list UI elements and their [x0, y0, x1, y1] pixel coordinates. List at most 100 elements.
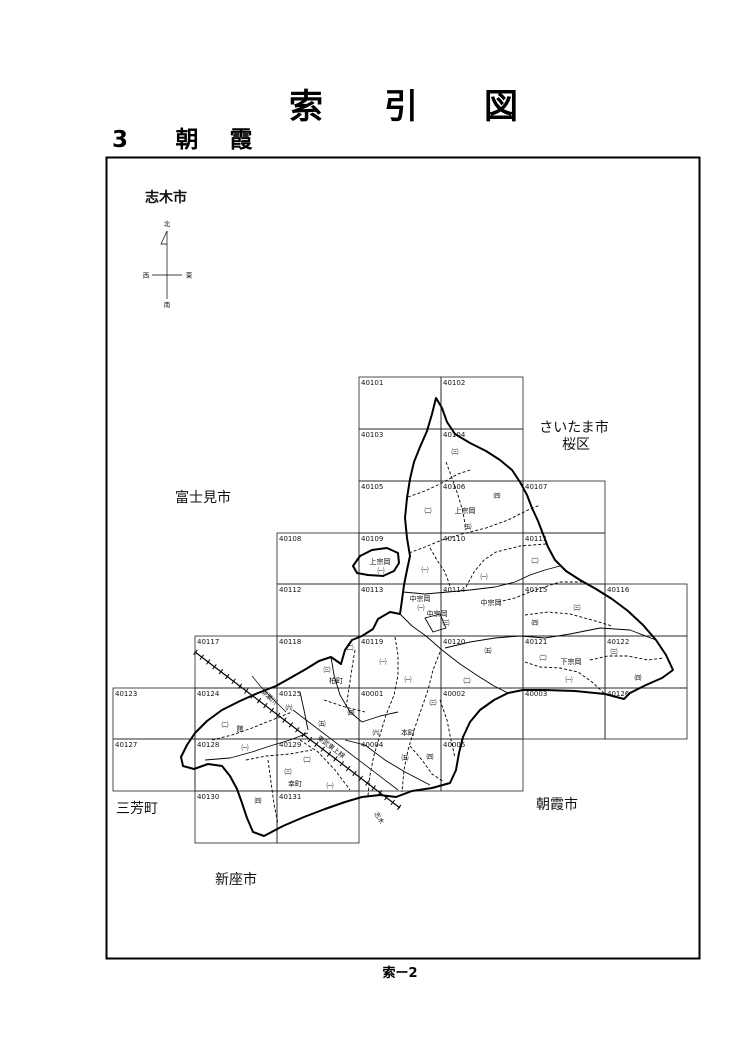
- map-sheet-label: 40131: [279, 793, 301, 801]
- compass-north-label: 北: [164, 220, 171, 228]
- neighbor-labels: さいたま市 桜区 富士見市 三芳町 朝霞市 新座市: [116, 419, 609, 888]
- town-label: ㈣: [348, 708, 355, 717]
- town-label: ㈡: [540, 653, 547, 662]
- map-sheet-label: 40123: [115, 690, 137, 698]
- map-sheet-label: 40002: [443, 690, 465, 698]
- map-frame: [105, 156, 701, 960]
- neighbor-miyoshi-town: 三芳町: [116, 800, 158, 817]
- map-sheet-cell: 40101: [358, 376, 442, 430]
- town-label: ㈥: [373, 728, 380, 737]
- map-sheet-cell: 40126: [604, 687, 688, 740]
- map-sheet-cell: 40108: [276, 532, 360, 585]
- map-sheet-cell: 40106: [440, 480, 524, 534]
- railway-line: [193, 649, 402, 811]
- map-sheet-label: 40106: [443, 483, 466, 491]
- town-label: ㈤: [402, 753, 409, 762]
- town-label: ㈤: [465, 522, 472, 531]
- map-sheet-label: 40126: [607, 690, 630, 698]
- town-label: ㈠: [327, 781, 334, 790]
- town-label: 本町: [401, 728, 415, 737]
- town-label: 下宗岡: [561, 657, 582, 666]
- town-label: ㈣: [635, 673, 642, 682]
- town-label: ㈡: [464, 676, 471, 685]
- map-sheet-cell: 40115: [522, 583, 606, 637]
- section-name-char: 霞: [230, 127, 254, 153]
- town-label: 柏町: [329, 676, 343, 685]
- neighbor-niiza-city: 新座市: [215, 871, 257, 888]
- compass-rose: 北 西 東 南: [143, 220, 193, 309]
- town-label: ㈢: [452, 447, 459, 456]
- map-sheet-label: 40103: [361, 431, 383, 439]
- map-sheet-label: 40108: [279, 535, 301, 543]
- title-char: 引: [384, 87, 418, 127]
- town-label: ㈠: [242, 743, 249, 752]
- neighbor-asaka-city: 朝霞市: [536, 796, 578, 813]
- section-name-char: 朝: [176, 127, 199, 153]
- town-labels: ㈢上宗岡㈣㈤㈡上宗岡㈠㈠㈠㈡中宗岡㈠中宗岡㈢中宗岡㈢㈣㈤㈡㈡下宗岡㈠㈢㈣㈡㈢柏町…: [222, 447, 642, 805]
- town-label: ㈢: [324, 665, 331, 674]
- town-label: 中宗岡: [410, 594, 431, 603]
- map-sheet-label: 40117: [197, 638, 219, 646]
- map-sheet-label: 40111: [525, 535, 547, 543]
- map-sheet-label: 40107: [525, 483, 547, 491]
- town-label: ㈠: [422, 565, 429, 574]
- page-number: 索ー2: [382, 965, 417, 981]
- town-label: ㈡: [304, 755, 311, 764]
- map-sheet-label: 40118: [279, 638, 301, 646]
- map-sheet-cell: 40123: [112, 687, 196, 740]
- town-label: ㈡: [532, 556, 539, 565]
- map-sheet-cell: 40001: [358, 687, 442, 740]
- map-sheet-label: 40102: [443, 379, 465, 387]
- neighbor-sakura-ward: 桜区: [562, 437, 590, 453]
- map-sheet-cell: 40120: [440, 635, 524, 689]
- map-sheet-cell: 40131: [276, 790, 360, 844]
- town-label: ㈠: [378, 566, 385, 575]
- map-sheet-label: 40101: [361, 379, 383, 387]
- town-label: 中宗岡: [481, 598, 502, 607]
- town-boundaries: [204, 565, 657, 786]
- page-title: 索 引 図: [289, 87, 518, 127]
- map-sheet-cell: 40005: [440, 738, 524, 792]
- title-char: 図: [484, 87, 518, 127]
- map-sheet-label: 40121: [525, 638, 547, 646]
- map-sheet-cell: 40102: [440, 376, 524, 430]
- compass-south-label: 南: [164, 300, 171, 309]
- map-sheet-label: 40116: [607, 586, 630, 594]
- map-sheet-label: 40127: [115, 741, 137, 749]
- town-label: ㈥: [286, 703, 293, 712]
- map-sheet-label: 40124: [197, 690, 220, 698]
- river-line: [251, 675, 287, 713]
- town-label: ㈢: [430, 698, 437, 707]
- map-sheet-label: 40003: [525, 690, 547, 698]
- map-sheet-label: 40130: [197, 793, 219, 801]
- map-sheet-label: 40004: [361, 741, 384, 749]
- map-sheet-outline: [604, 687, 688, 740]
- map-sheet-cell: 40112: [276, 583, 360, 637]
- sheet-grid: 40101 40102 40103 40104 40105 40106 40107 40108…: [112, 376, 688, 844]
- town-label: 上宗岡: [370, 557, 391, 566]
- map-sheet-label: 40109: [361, 535, 383, 543]
- map-sheet-label: 40113: [361, 586, 383, 594]
- town-label: ㈠: [481, 572, 488, 581]
- town-label: ㈠: [566, 675, 573, 684]
- city-boundary: [180, 397, 674, 837]
- town-label: ㈠: [405, 675, 412, 684]
- town-label: 館: [237, 724, 244, 733]
- map-sheet-label: 40104: [443, 431, 466, 439]
- map-sheet-cell: 40003: [522, 687, 606, 740]
- title-char: 索: [289, 87, 323, 127]
- map-sheet-label: 40122: [607, 638, 629, 646]
- map-sheet-label: 40105: [361, 483, 383, 491]
- town-label: ㈤: [485, 646, 492, 655]
- compass-east-label: 東: [186, 271, 193, 280]
- town-label: ㈢: [443, 618, 450, 627]
- map-sheet-cell: 40107: [522, 480, 606, 534]
- town-label: ㈢: [285, 767, 292, 776]
- town-label: 上宗岡: [455, 506, 476, 515]
- town-label: ㈢: [611, 647, 618, 656]
- map-sheet-cell: 40103: [358, 428, 442, 482]
- map-sheet-label: 40125: [279, 690, 301, 698]
- map-sheet-label: 40001: [361, 690, 383, 698]
- town-label: ㈣: [427, 752, 434, 761]
